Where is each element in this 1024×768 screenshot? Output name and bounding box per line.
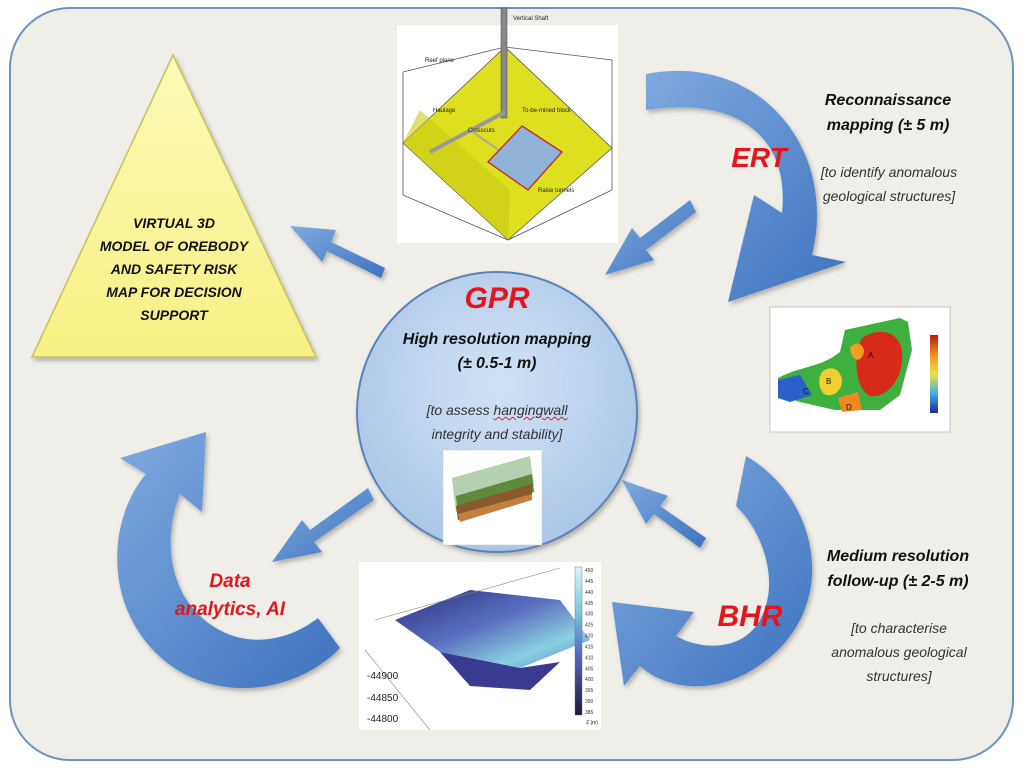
ert-note-line-1: [to identify anomalous bbox=[820, 164, 958, 180]
scale-tick-450: 450 bbox=[585, 568, 594, 574]
ert-zone-c: C bbox=[803, 387, 809, 396]
bhr-note-line-3: structures] bbox=[866, 668, 932, 684]
bhr-label: BHR bbox=[717, 600, 783, 633]
scale-unit-label: Z (m) bbox=[586, 720, 598, 726]
triangle-text: VIRTUAL 3D MODEL OF OREBODY AND SAFETY R… bbox=[76, 212, 272, 327]
ert-zone-a: A bbox=[868, 351, 874, 360]
arrow-bhr-to-gpr bbox=[622, 480, 706, 548]
vertical-shaft-label: Vertical Shaft bbox=[513, 16, 549, 22]
scale-tick-435: 435 bbox=[585, 601, 594, 607]
ert-heading-line-2: mapping (± 5 m) bbox=[826, 117, 950, 134]
to-be-mined-block-label: To-be-mined block bbox=[522, 108, 572, 114]
analytics-label: Data analytics, AI bbox=[150, 568, 310, 624]
scale-tick-385: 385 bbox=[585, 710, 594, 716]
arrow-gpr-to-analytics bbox=[272, 488, 374, 562]
analytics-line-2: analytics, AI bbox=[174, 599, 286, 620]
gpr-note-line-1: [to assess hangingwall bbox=[372, 398, 622, 422]
gpr-note-word: hangingwall bbox=[493, 402, 568, 418]
crosscuts-label: Crosscuts bbox=[468, 128, 495, 134]
y-tick-44900: -44900 bbox=[367, 671, 399, 682]
ert-heading: Reconnaissance mapping (± 5 m) bbox=[804, 88, 972, 138]
gpr-subtitle: High resolution mapping (± 0.5-1 m) bbox=[372, 328, 622, 376]
bhr-note: [to characterise anomalous geological st… bbox=[804, 616, 994, 688]
haulage-label: Haulage bbox=[433, 108, 456, 114]
gpr-note-prefix: [to assess bbox=[426, 402, 494, 418]
analytics-curved-arrow bbox=[117, 432, 340, 689]
gpr-note: [to assess hangingwall integrity and sta… bbox=[372, 398, 622, 446]
bhr-heading: Medium resolution follow-up (± 2-5 m) bbox=[800, 544, 996, 594]
gpr-subtitle-line-2: (± 0.5-1 m) bbox=[457, 355, 537, 372]
y-tick-44800: -44800 bbox=[367, 714, 399, 725]
scale-tick-430: 430 bbox=[585, 612, 594, 618]
arrow-ert-to-gpr bbox=[605, 200, 696, 275]
scale-tick-395: 395 bbox=[585, 688, 594, 694]
decision-support-triangle bbox=[30, 53, 318, 358]
bhr-heading-line-2: follow-up (± 2-5 m) bbox=[827, 573, 969, 590]
scale-tick-420: 420 bbox=[585, 634, 594, 640]
scale-tick-445: 445 bbox=[585, 579, 594, 585]
bhr-heading-line-1: Medium resolution bbox=[826, 548, 970, 565]
ert-label: ERT bbox=[731, 142, 787, 173]
gpr-radargram-image bbox=[442, 449, 543, 546]
scale-tick-405: 405 bbox=[585, 666, 594, 672]
bhr-note-line-1: [to characterise bbox=[851, 620, 947, 636]
triangle-line-3: AND SAFETY RISK bbox=[110, 261, 238, 277]
ert-heading-line-1: Reconnaissance bbox=[824, 92, 952, 109]
mine-diagram: Vertical Shaft Reef plane Haulage Crossc… bbox=[397, 7, 618, 243]
raise-tunnels-label: Raise tunnels bbox=[538, 188, 574, 194]
triangle-line-2: MODEL OF OREBODY bbox=[99, 238, 249, 254]
ert-note: [to identify anomalous geological struct… bbox=[804, 160, 974, 208]
scale-tick-415: 415 bbox=[585, 644, 594, 650]
y-tick-44850: -44850 bbox=[367, 693, 399, 704]
ert-curved-arrow bbox=[646, 70, 846, 303]
bhr-curved-arrow bbox=[612, 456, 813, 687]
scale-tick-440: 440 bbox=[585, 590, 594, 596]
triangle-line-1: VIRTUAL 3D bbox=[133, 215, 215, 231]
gpr-subtitle-line-1: High resolution mapping bbox=[402, 331, 592, 348]
gpr-circle bbox=[356, 271, 638, 553]
analytics-line-1: Data bbox=[209, 571, 251, 592]
scale-tick-390: 390 bbox=[585, 699, 594, 705]
gpr-note-line-2: integrity and stability] bbox=[431, 426, 563, 442]
arrow-gpr-to-model bbox=[290, 226, 385, 278]
surface-plot-image: -44900 -44850 -44800 4504454404354304254… bbox=[359, 562, 601, 731]
ert-zone-d: D bbox=[846, 403, 852, 412]
scale-tick-410: 410 bbox=[585, 655, 594, 661]
reef-plane-label: Reef plane bbox=[425, 58, 455, 64]
color-scale-ticks: 450 445 440 435 430 425 420 415 410 405 400 395 390 3… bbox=[585, 568, 594, 716]
ert-zone-b: B bbox=[826, 377, 831, 386]
ert-note-line-2: geological structures] bbox=[822, 188, 956, 204]
bhr-note-line-2: anomalous geological bbox=[831, 644, 967, 660]
gpr-title: GPR bbox=[464, 282, 530, 315]
scale-tick-425: 425 bbox=[585, 623, 594, 629]
triangle-line-4: MAP FOR DECISION bbox=[106, 284, 242, 300]
triangle-line-5: SUPPORT bbox=[140, 307, 208, 323]
ert-section-image: A B C D bbox=[769, 306, 951, 433]
scale-tick-400: 400 bbox=[585, 677, 594, 683]
